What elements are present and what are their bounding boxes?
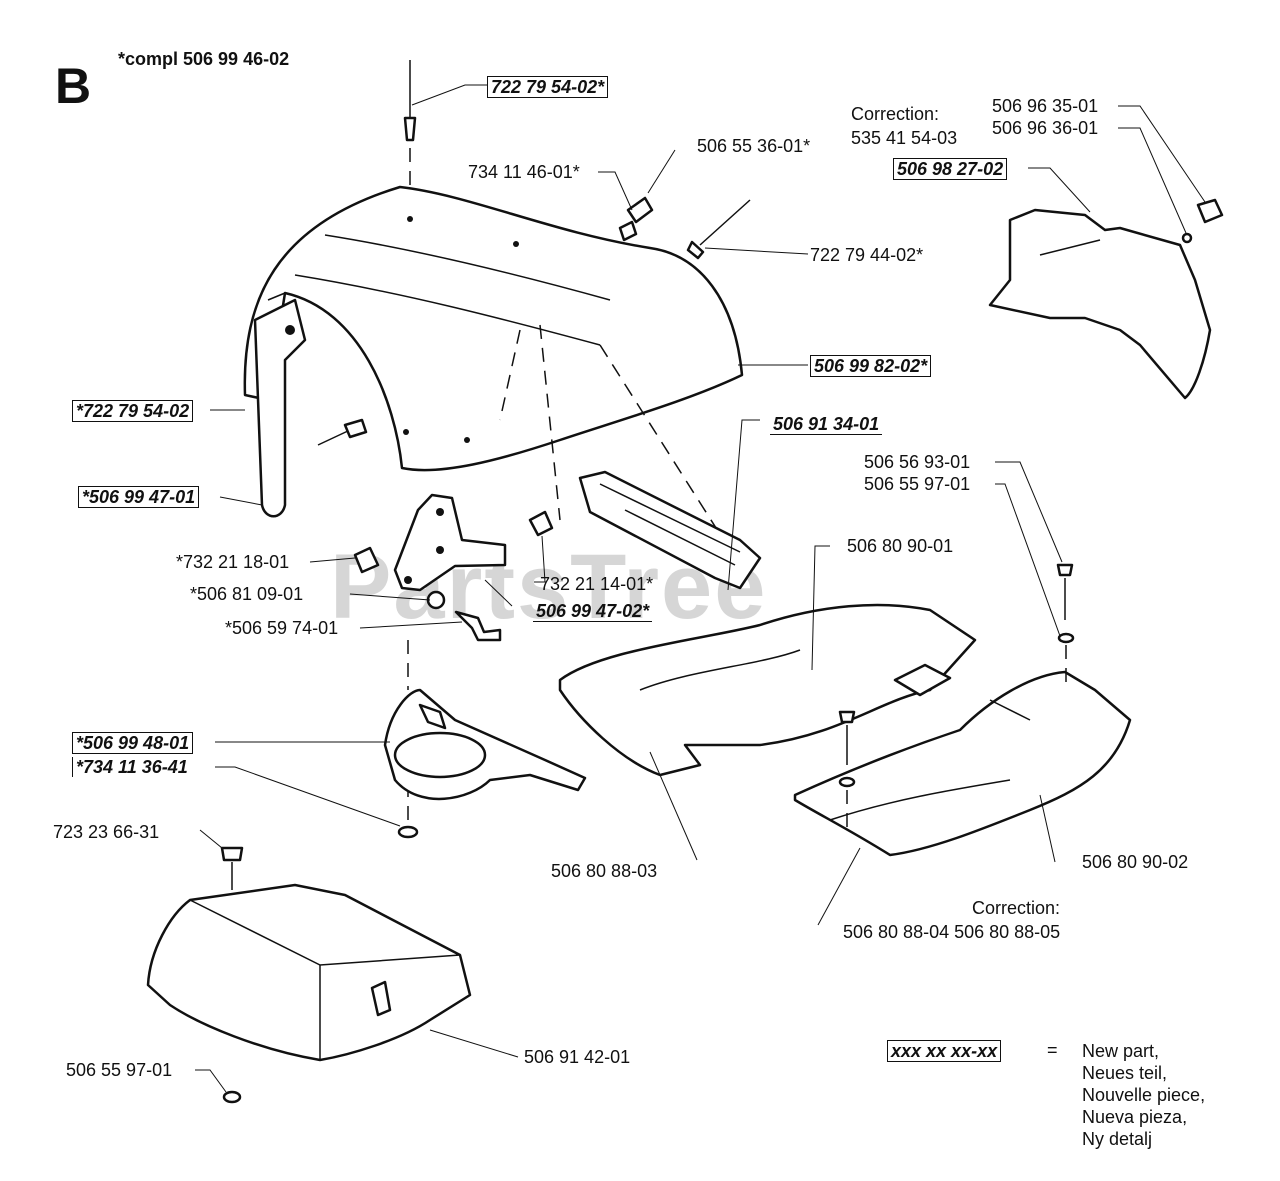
cover-part (988, 198, 1224, 400)
legend-code: xxx xx xx-xx (887, 1040, 1002, 1062)
part-label[interactable]: 506 96 36-01 (992, 118, 1099, 138)
plate-part (578, 470, 762, 590)
part-label[interactable]: *732 21 18-01 (176, 552, 290, 572)
part-label[interactable]: 506 96 35-01 (992, 96, 1099, 116)
part-label[interactable]: 722 79 54-02* (487, 76, 609, 98)
side-brackets (253, 298, 554, 592)
legend-line: Neues teil, (1082, 1063, 1168, 1083)
legend-line: New part, (1082, 1041, 1160, 1061)
part-label[interactable]: *506 99 47-01 (78, 486, 200, 508)
part-label[interactable]: 506 80 90-01 (847, 536, 954, 556)
hood-pins (317, 60, 751, 446)
correction-label: Correction: (851, 104, 940, 124)
legend-line: Nouvelle piece, (1082, 1085, 1206, 1105)
part-label[interactable]: 506 56 93-01 (864, 452, 971, 472)
part-label[interactable]: 723 23 66-31 (53, 822, 160, 842)
part-label[interactable]: 535 41 54-03 (851, 128, 958, 148)
floor-mat-right (793, 670, 1132, 857)
part-label[interactable]: 506 80 88-03 (551, 861, 658, 881)
part-label[interactable]: 734 11 46-01* (468, 162, 580, 182)
hood-part (243, 120, 744, 551)
part-label[interactable]: 506 80 90-02 (1082, 852, 1189, 872)
part-label[interactable]: 506 80 88-04 506 80 88-05 (843, 922, 1061, 942)
part-label[interactable]: 506 55 97-01 (864, 474, 971, 494)
part-label[interactable]: 506 99 47-02* (533, 601, 653, 622)
part-label[interactable]: *722 79 54-02 (72, 400, 194, 422)
part-label[interactable]: *506 59 74-01 (225, 618, 339, 638)
floor-mat-left (558, 603, 977, 777)
section-letter: B (55, 58, 92, 114)
leader-lines (195, 84, 1206, 1093)
hardware-parts (353, 546, 502, 839)
part-label[interactable]: 506 55 97-01 (66, 1060, 173, 1080)
part-label[interactable]: 506 91 34-01 (770, 414, 883, 435)
battery-box (146, 846, 472, 1104)
part-label[interactable]: 506 55 36-01* (697, 136, 811, 156)
part-label[interactable]: 722 79 44-02* (810, 245, 924, 265)
part-label[interactable]: *506 81 09-01 (190, 584, 304, 604)
part-label[interactable]: *734 11 36-41 (72, 757, 191, 777)
part-label[interactable]: 506 99 82-02* (810, 355, 932, 377)
part-label[interactable]: 506 91 42-01 (524, 1047, 631, 1067)
compl-note: *compl 506 99 46-02 (118, 49, 290, 69)
mat-screws (838, 563, 1075, 828)
mount-part (383, 688, 587, 801)
correction-label: Correction: (972, 898, 1061, 918)
part-label[interactable]: 732 21 14-01* (540, 574, 654, 594)
legend-line: Ny detalj (1082, 1129, 1153, 1149)
legend-line: Nueva pieza, (1082, 1107, 1188, 1127)
part-label[interactable]: 506 98 27-02 (893, 158, 1008, 180)
legend-equals: = (1047, 1040, 1058, 1060)
part-label[interactable]: *506 99 48-01 (72, 732, 194, 754)
